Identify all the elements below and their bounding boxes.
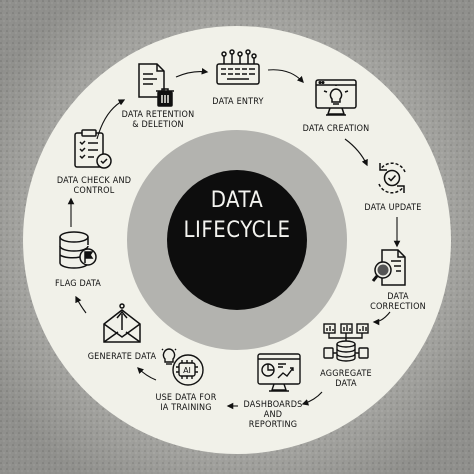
document-trash-icon [136,62,176,108]
arrow-entry-to-creation [267,69,304,83]
document-magnifier-icon [371,248,408,288]
keyboard-icon [214,48,262,88]
envelope-upload-icon [100,302,144,346]
step-label-flag-data: FLAG DATA [54,279,102,289]
step-label-use-data-for-ia-training: USE DATA FOR IA TRAINING [155,393,217,413]
refresh-check-icon [372,158,412,198]
step-label-data-correction: DATA CORRECTION [370,292,426,312]
step-label-data-creation: DATA CREATION [302,124,370,134]
database-flag-icon [56,229,100,273]
arrow-aggregate-to-dashboards [301,391,323,406]
ai-brain-icon: AI [161,346,208,388]
step-label-data-check-and-control: DATA CHECK AND CONTROL [56,176,132,196]
monitor-lightbulb-icon [314,78,358,118]
center-title: DATA LIFECYCLE [170,186,304,246]
arrow-ia-to-generate [137,367,157,381]
center-title-line2: LIFECYCLE [183,218,291,243]
center-title-line1: DATA [210,188,264,213]
step-label-data-retention-and-deletion: DATA RETENTION & DELETION [121,110,195,130]
step-label-dashboards-and-reporting: DASHBOARDS AND REPORTING [243,400,303,430]
dashboard-monitor-icon [256,352,302,394]
step-label-aggregate-data: AGGREGATE DATA [320,369,372,389]
step-label-generate-data: GENERATE DATA [87,352,157,362]
arrow-correction-to-aggregate [372,311,391,326]
flow-arrows [67,68,401,410]
arrow-generate-to-flag [75,295,87,314]
center-circle [167,170,307,310]
step-label-data-update: DATA UPDATE [364,203,422,213]
step-label-data-entry: DATA ENTRY [212,97,264,107]
clipboard-check-icon [72,128,116,172]
svg-text:AI: AI [183,366,191,375]
arrow-retention-to-entry [175,68,209,78]
arrow-creation-to-update [344,138,368,167]
arrow-check-to-retention [96,99,126,140]
database-aggregate-icon [322,322,370,366]
